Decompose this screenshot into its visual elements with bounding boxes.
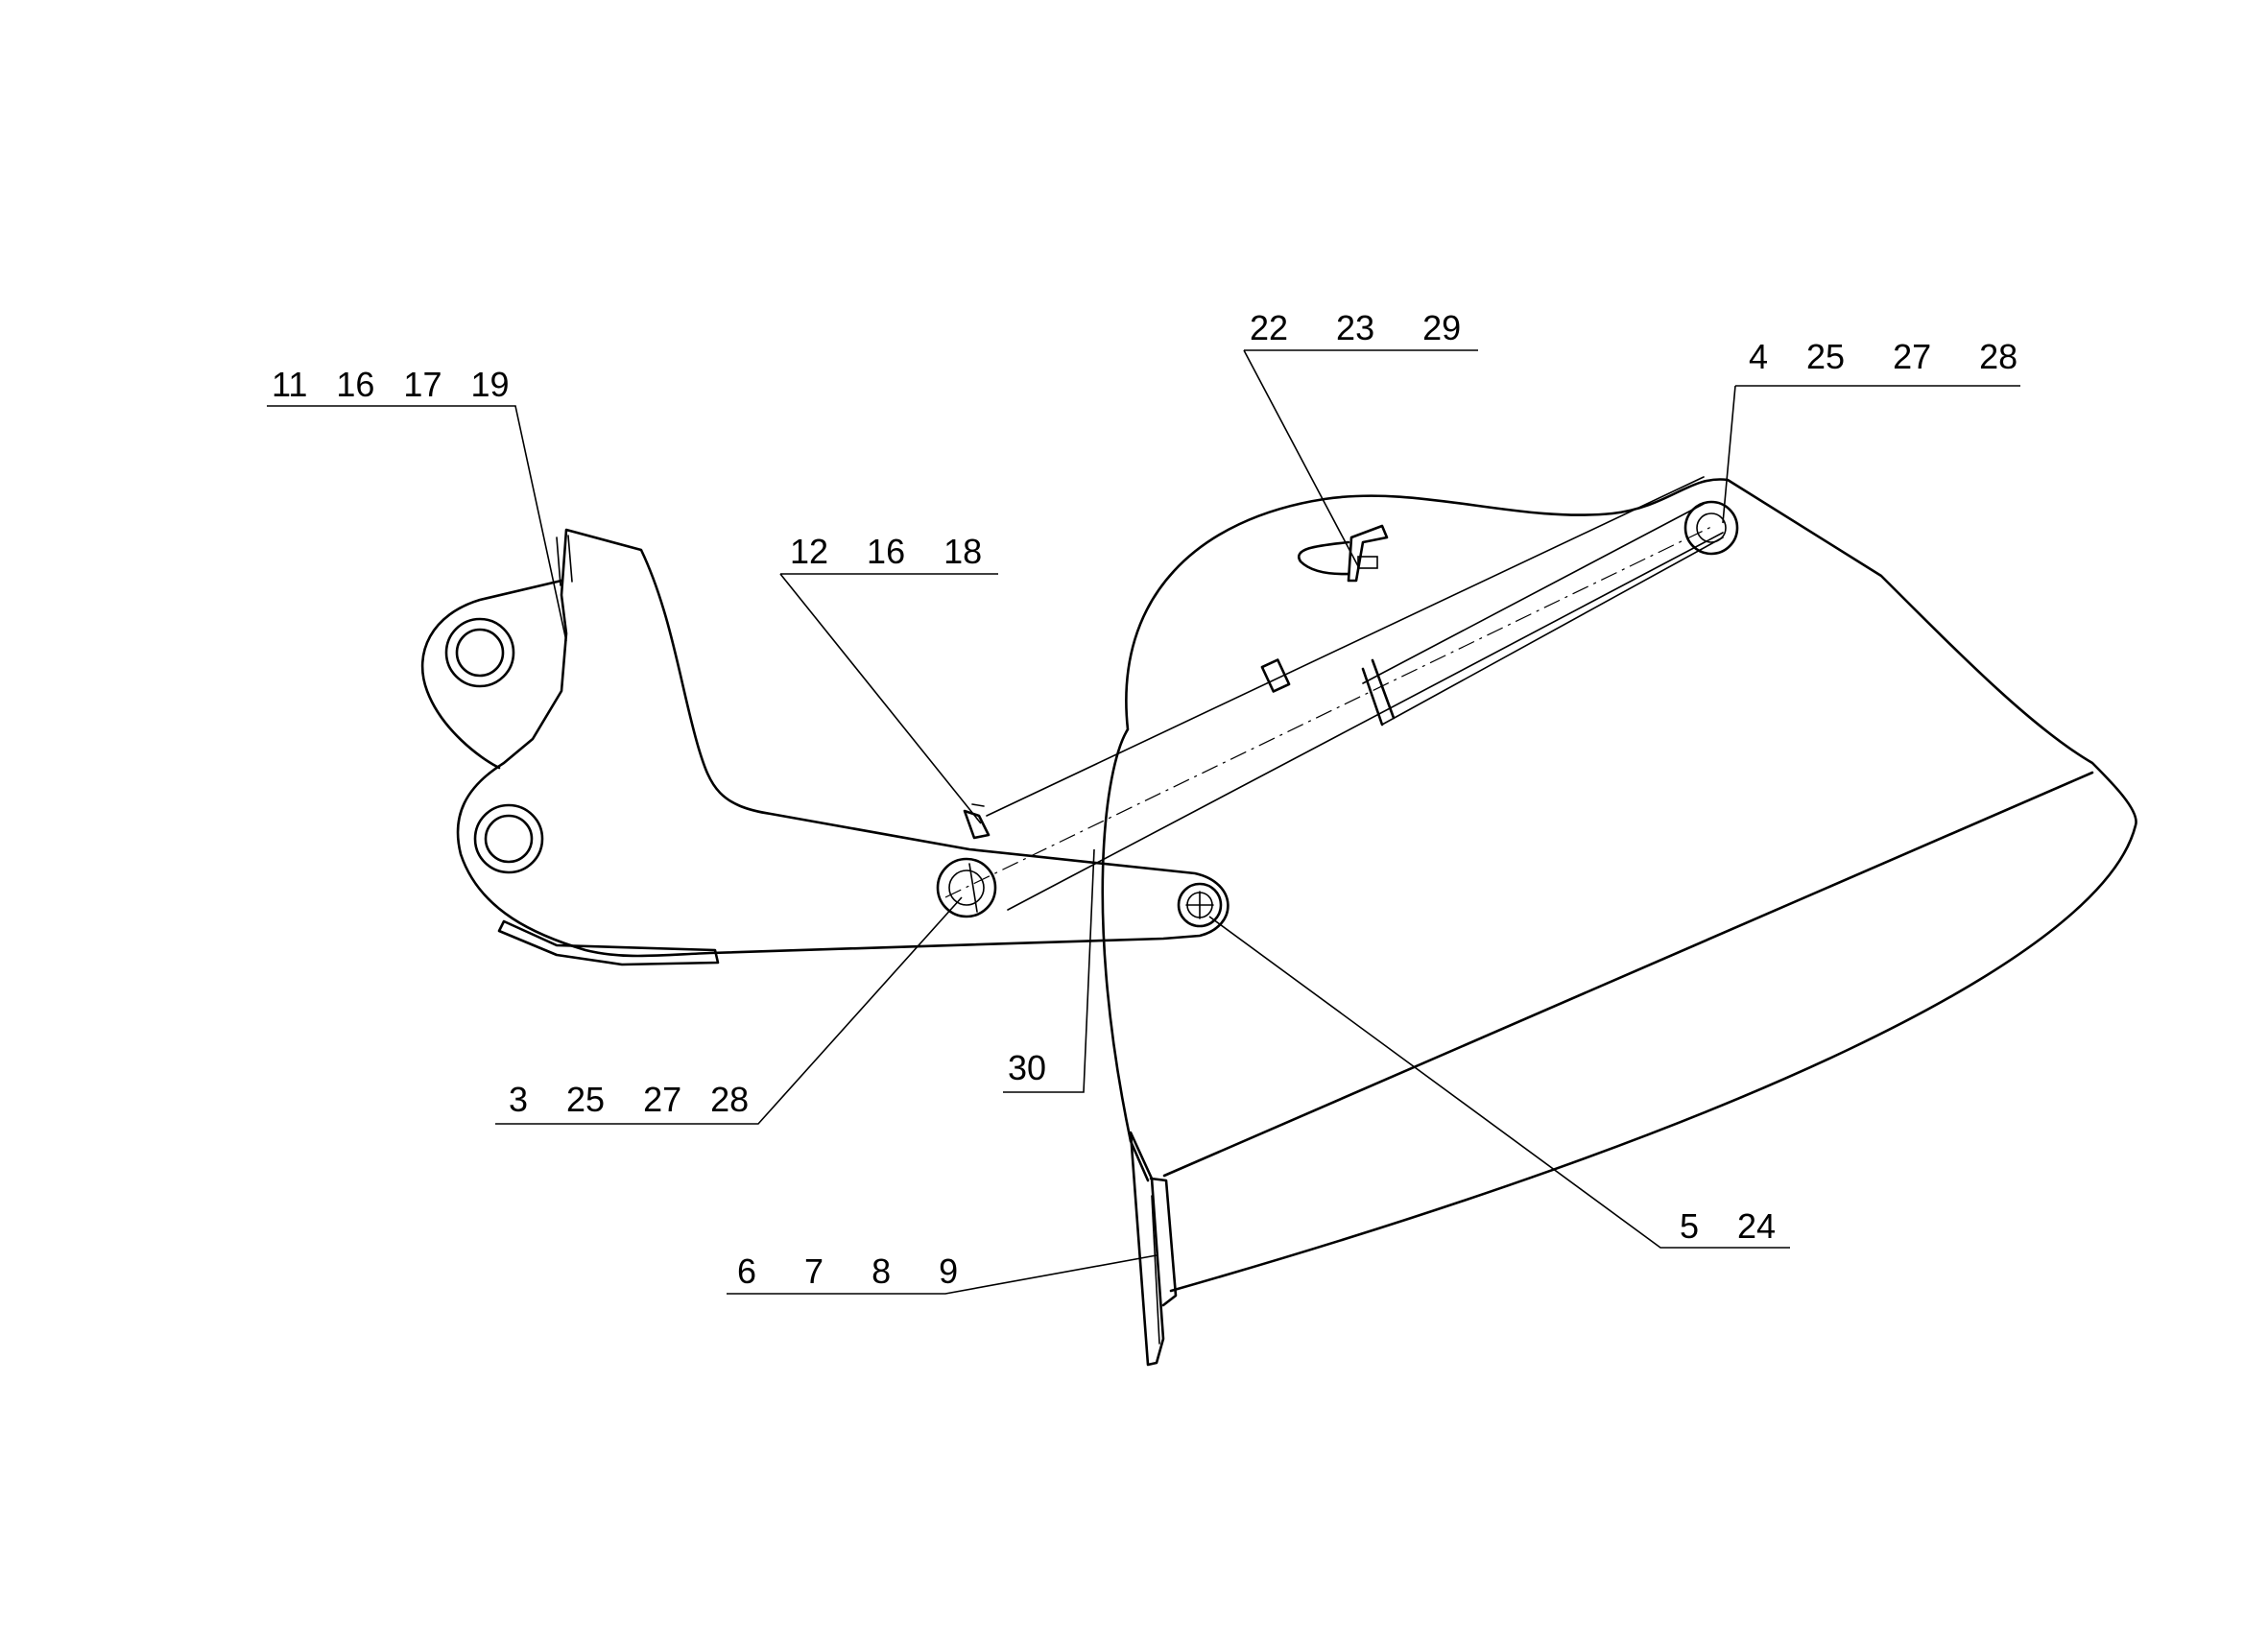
- leader-c8: [727, 1254, 1158, 1295]
- callout-label-c1: 11 16 17 19: [272, 365, 510, 404]
- leader-c7: [1208, 916, 1790, 1249]
- leader-lines: [267, 349, 2020, 1295]
- cutting-edge: [1129, 1131, 1178, 1367]
- callout-label-c2: 12 16 18: [790, 532, 982, 571]
- grease-nipple: [1260, 658, 1291, 693]
- callout-label-c4: 4 25 27 28: [1749, 337, 2017, 376]
- link-pin: [1177, 882, 1223, 928]
- callout-label-c3: 22 23 29: [1250, 308, 1461, 347]
- callout-labels: 11 16 17 19 12 16 18 22 23 29 4 25 27 28…: [272, 308, 2017, 1291]
- callout-label-c5: 3 25 27 28: [509, 1080, 749, 1119]
- callout-label-c8: 6 7 8 9: [737, 1251, 958, 1291]
- leader-c6: [1003, 848, 1095, 1093]
- upper-pin-hole: [444, 617, 515, 688]
- leader-c3: [1243, 349, 1478, 567]
- leader-c5: [495, 896, 963, 1125]
- cylinder-rod-eye: [1683, 500, 1739, 556]
- coupler-bracket: [420, 528, 1229, 966]
- leader-c4: [1722, 385, 2020, 524]
- callout-label-c6: 30: [1008, 1048, 1046, 1087]
- cylinder-base-eye: [936, 857, 997, 918]
- hose-bracket: [1297, 524, 1389, 583]
- leader-c1: [267, 405, 567, 642]
- callout-label-c7: 5 24: [1680, 1206, 1776, 1246]
- leader-c2: [779, 573, 998, 824]
- retaining-bolt: [963, 803, 991, 840]
- hydraulic-cylinder: [936, 476, 1739, 918]
- lower-pin-hole: [473, 803, 544, 874]
- bucket-body: [1101, 478, 2137, 1293]
